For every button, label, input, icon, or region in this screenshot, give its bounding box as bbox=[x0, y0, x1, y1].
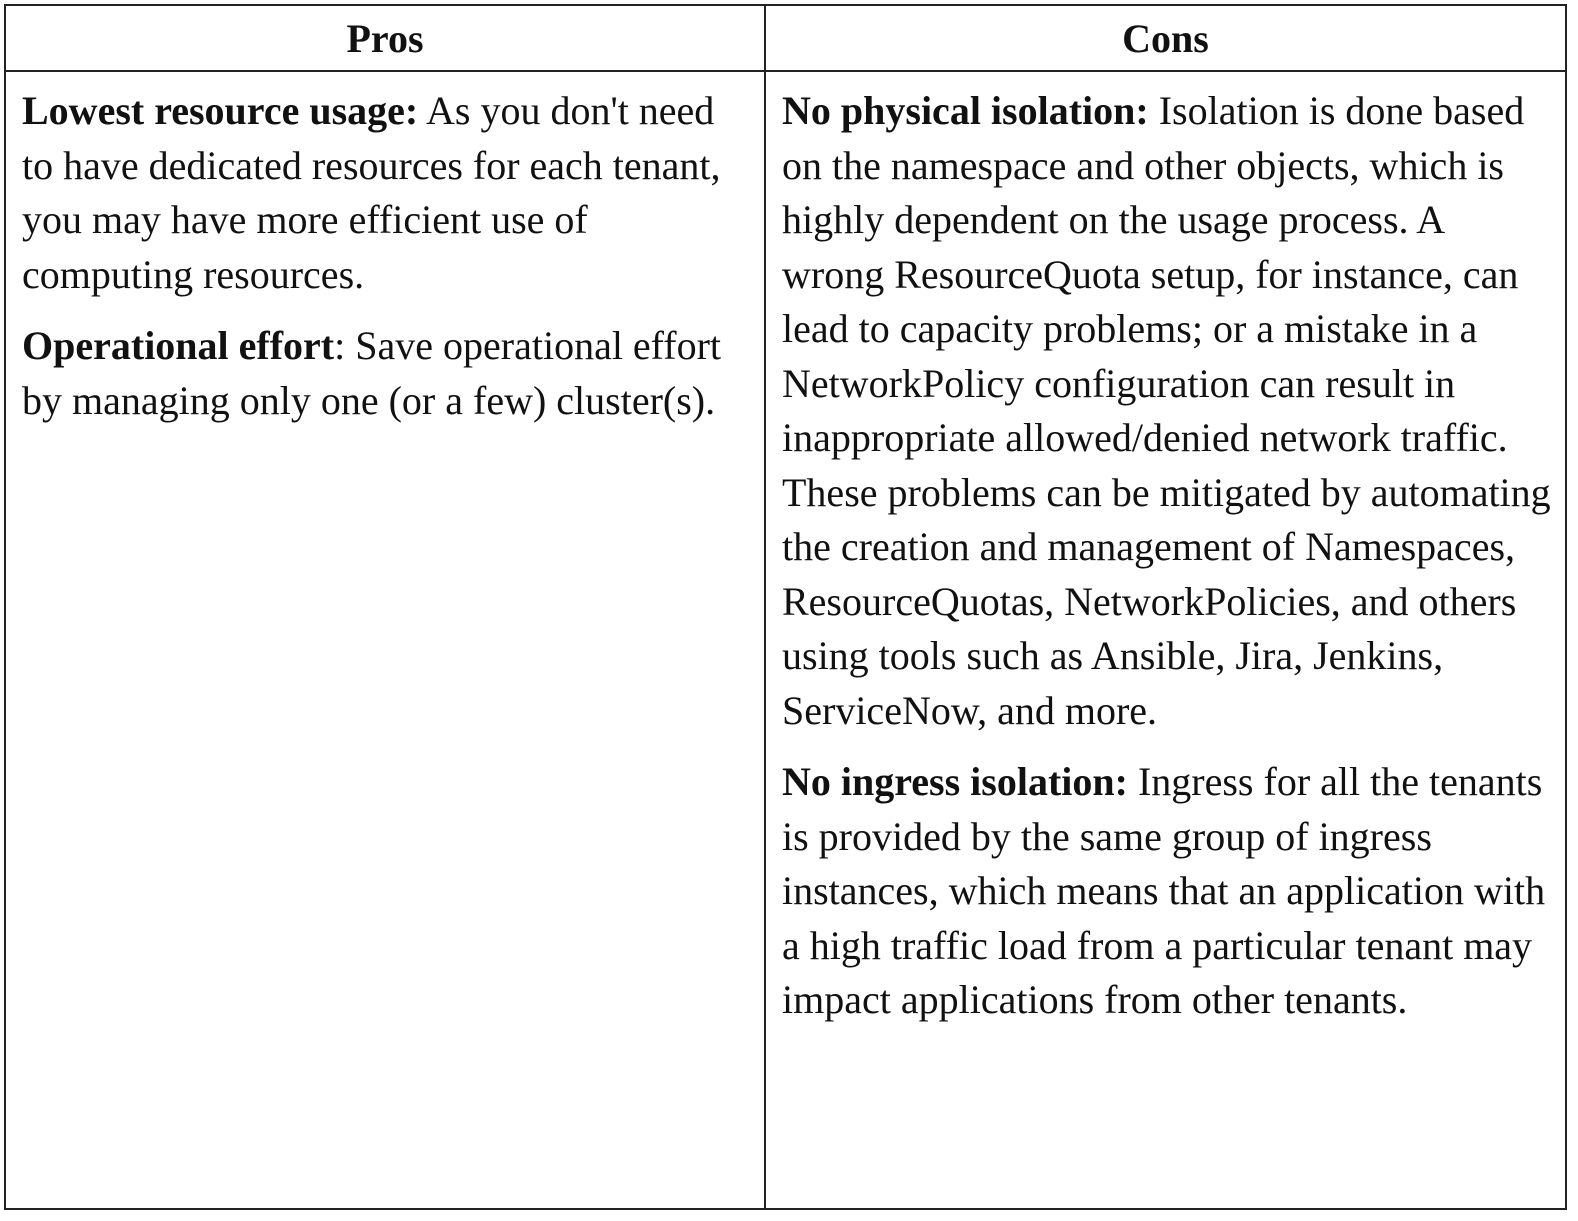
con-entry-ingress-isolation: No ingress isolation: Ingress for all th… bbox=[782, 755, 1551, 1028]
con-entry-title: No physical isolation: bbox=[782, 88, 1149, 133]
cons-header: Cons bbox=[764, 4, 1567, 72]
pros-cell: Lowest resource usage: As you don't need… bbox=[4, 70, 766, 1210]
pro-entry-text: : Save operational effort by managing on… bbox=[22, 323, 722, 423]
con-entry-physical-isolation: No physical isolation: Isolation is done… bbox=[782, 84, 1551, 738]
pros-header: Pros bbox=[4, 4, 766, 72]
pros-cons-table: Pros Cons Lowest resource usage: As you … bbox=[4, 4, 1567, 1210]
con-entry-text: Isolation is done based on the namespace… bbox=[782, 88, 1551, 733]
header-row: Pros Cons bbox=[4, 4, 1567, 72]
con-entry-text: Ingress for all the tenants is provided … bbox=[782, 759, 1546, 1022]
content-row: Lowest resource usage: As you don't need… bbox=[4, 70, 1567, 1210]
pro-entry-operational-effort: Operational effort: Save operational eff… bbox=[22, 319, 750, 428]
pro-entry-text: As you don't need to have dedicated reso… bbox=[22, 88, 721, 297]
cons-cell: No physical isolation: Isolation is done… bbox=[764, 70, 1567, 1210]
pro-entry-title: Operational effort bbox=[22, 323, 335, 368]
con-entry-title: No ingress isolation: bbox=[782, 759, 1128, 804]
pro-entry-resource-usage: Lowest resource usage: As you don't need… bbox=[22, 84, 750, 302]
pro-entry-title: Lowest resource usage: bbox=[22, 88, 419, 133]
